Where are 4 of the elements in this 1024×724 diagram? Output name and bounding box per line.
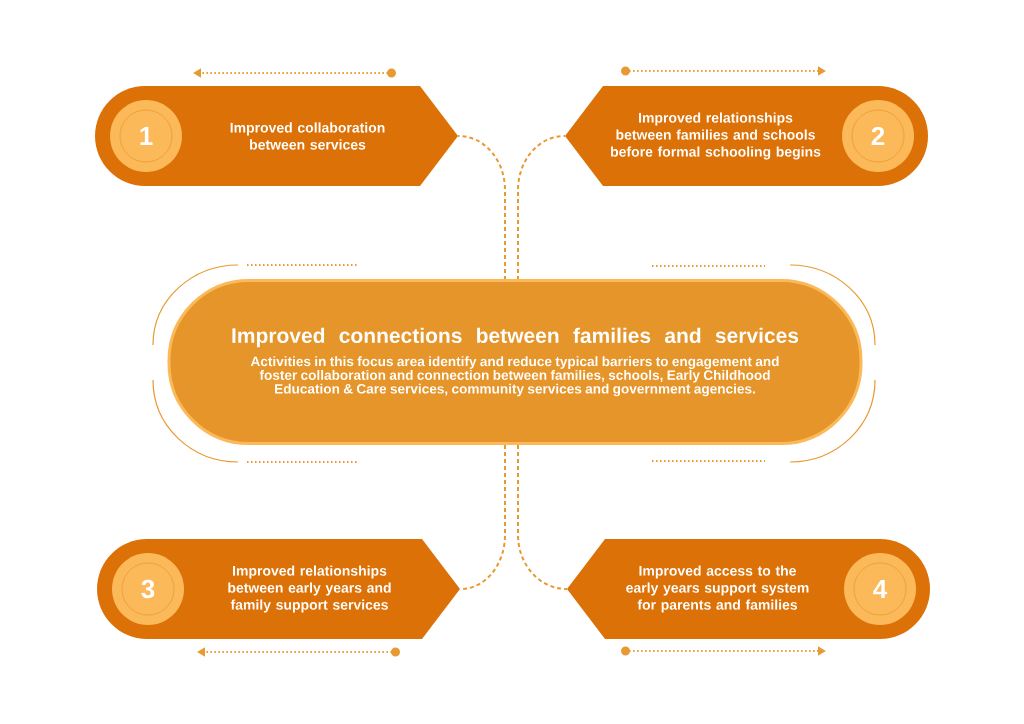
focus-area-box: Improved connections between families and services Activities in this focus area identify and reduce typical barriers to engagement and foster collaboration and connection between families, schools, Early Childhood Education & Care services, community services and government agencies. bbox=[167, 279, 863, 445]
dashed-connector bbox=[457, 135, 506, 281]
dashed-connector bbox=[517, 135, 566, 281]
dashed-connector bbox=[517, 444, 568, 590]
